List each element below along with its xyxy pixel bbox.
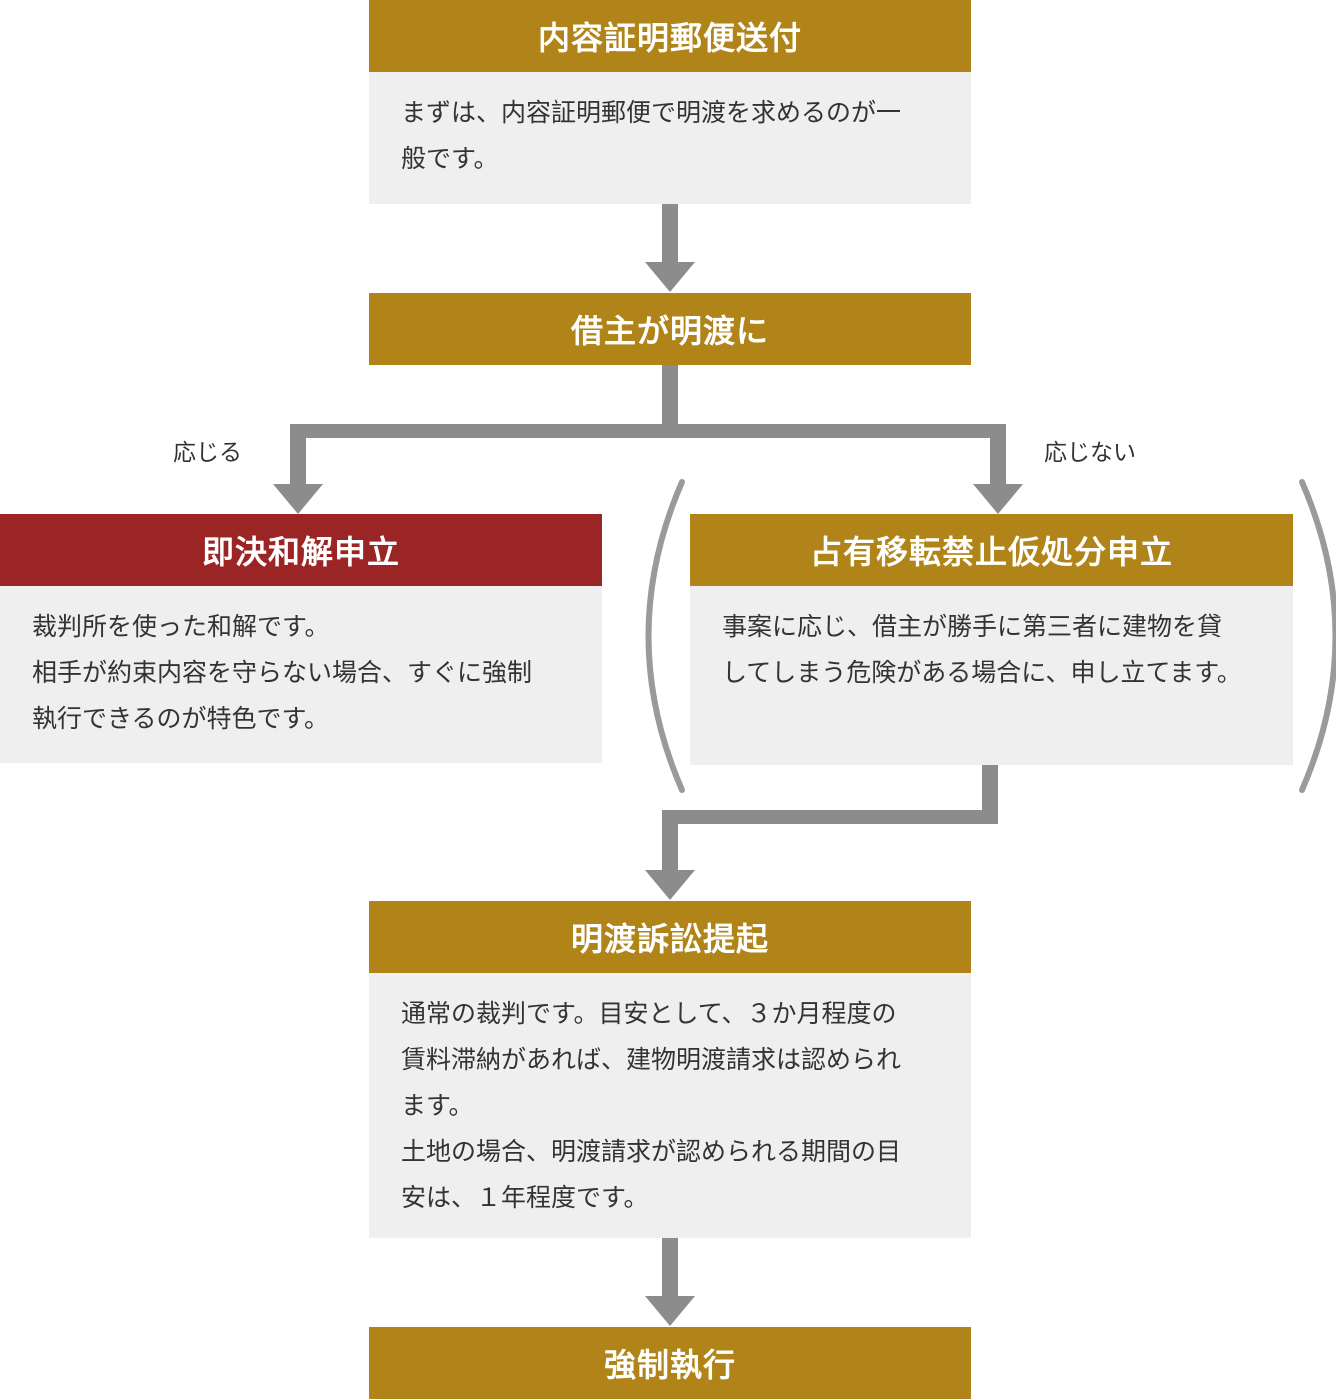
arrowhead-tenant: [645, 262, 695, 292]
connector-notice-tenant: [662, 204, 678, 264]
connector-tenant-trunk: [662, 364, 678, 434]
arrowhead-settlement: [273, 484, 323, 514]
connector-injunction-down: [982, 764, 998, 824]
left-paren: [645, 479, 685, 793]
node-settlement-title: 即決和解申立: [0, 514, 602, 586]
node-tenant-title: 借主が明渡に: [369, 293, 971, 365]
node-notice-body: まずは、内容証明郵便で明渡を求めるのが一 般です。: [369, 72, 971, 204]
connector-lawsuit-drop: [662, 810, 678, 872]
node-injunction-body: 事案に応じ、借主が勝手に第三者に建物を貸 してしまう危険がある場合に、申し立てま…: [690, 586, 1293, 765]
node-lawsuit-title: 明渡訴訟提起: [369, 901, 971, 973]
arrowhead-injunction: [973, 484, 1023, 514]
node-execution-title: 強制執行: [369, 1327, 971, 1399]
node-notice-title: 内容証明郵便送付: [369, 0, 971, 72]
arrowhead-lawsuit: [645, 870, 695, 900]
right-paren: [1299, 479, 1336, 793]
connector-right-drop: [990, 424, 1006, 486]
connector-merge-bar: [662, 810, 998, 824]
connector-left-drop: [290, 424, 306, 486]
connector-lawsuit-execution: [662, 1238, 678, 1298]
edge-label-disagree: 応じない: [1044, 440, 1136, 466]
node-settlement-body: 裁判所を使った和解です。 相手が約束内容を守らない場合、すぐに強制 執行できるの…: [0, 586, 602, 763]
node-lawsuit-body: 通常の裁判です。目安として、３か月程度の 賃料滞納があれば、建物明渡請求は認めら…: [369, 973, 971, 1238]
node-injunction-title: 占有移転禁止仮処分申立: [690, 514, 1293, 586]
connector-split-bar: [290, 424, 1006, 438]
arrowhead-execution: [645, 1296, 695, 1326]
edge-label-agree: 応じる: [173, 440, 242, 466]
